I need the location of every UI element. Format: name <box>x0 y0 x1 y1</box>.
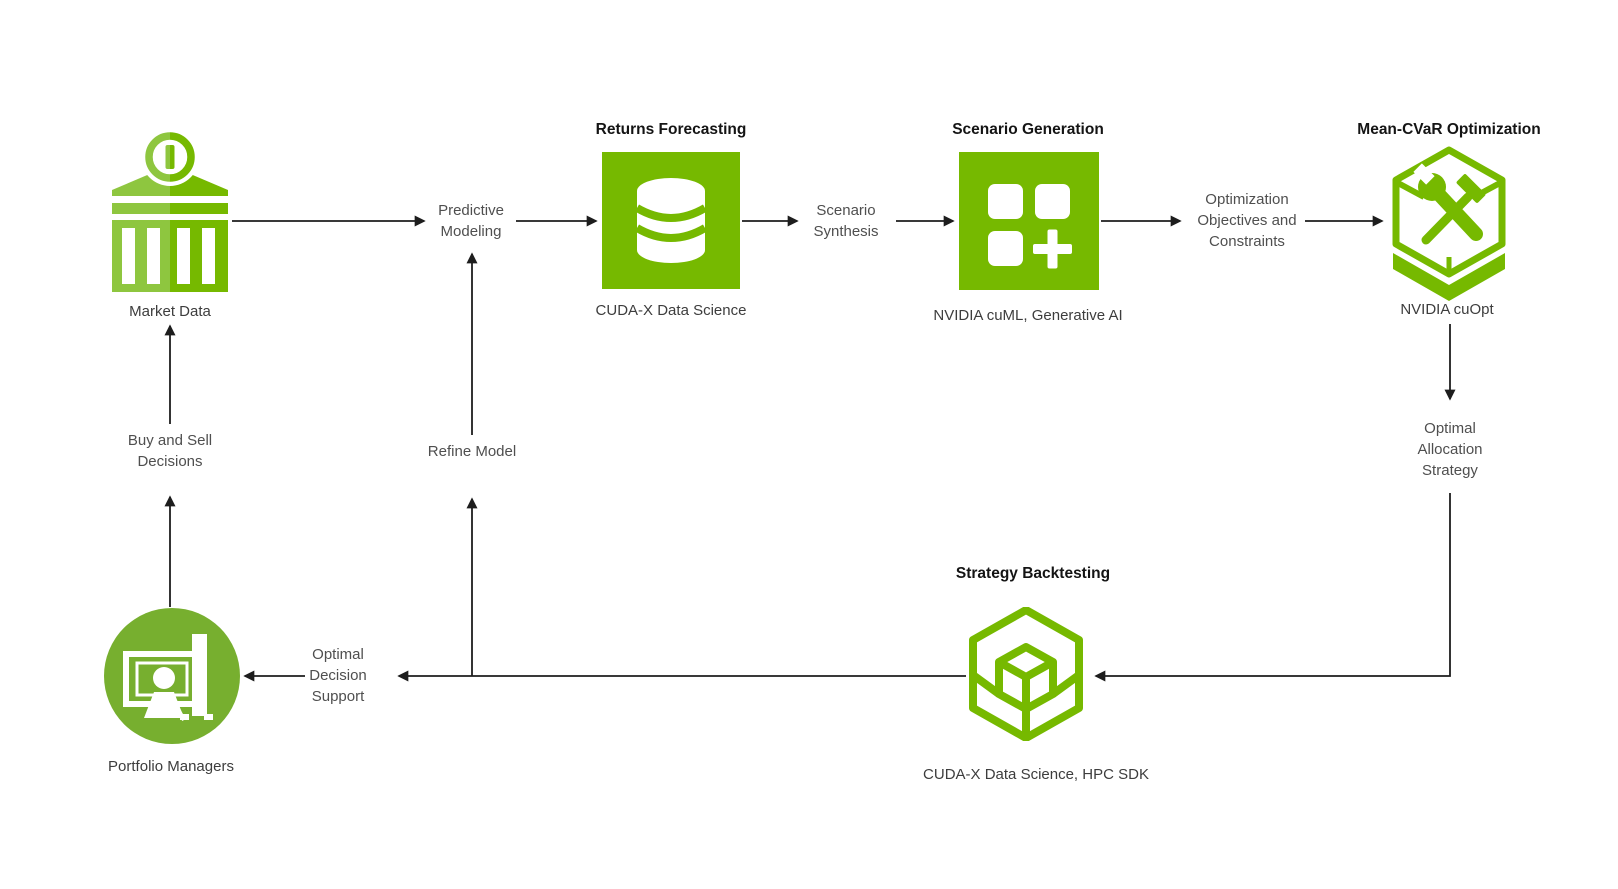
bank-icon <box>112 128 228 292</box>
flow-line: Predictive <box>438 202 504 219</box>
optimal-decision-label: Optimal Decision Support <box>305 644 371 707</box>
flow-line: Modeling <box>440 223 502 240</box>
presenter-icon <box>104 608 240 744</box>
flow-line: Support <box>311 688 365 705</box>
flow-line: Strategy <box>1422 462 1478 479</box>
flow-line: Decision <box>309 667 367 684</box>
flow-line: Buy and Sell <box>127 432 213 449</box>
strategy-backtesting-label: CUDA-X Data Science, HPC SDK <box>923 766 1149 783</box>
flow-line: Optimal <box>1424 420 1476 437</box>
cube-icon <box>969 607 1083 741</box>
flow-line: Objectives and <box>1197 212 1297 229</box>
returns-forecasting-title: Returns Forecasting <box>595 121 747 138</box>
buy-sell-decisions-label: Buy and Sell Decisions <box>123 430 217 472</box>
flow-line: Synthesis <box>813 223 879 240</box>
flow-line: Constraints <box>1209 233 1285 250</box>
scenario-synthesis-label: Scenario Synthesis <box>809 200 883 242</box>
flow-line: Optimal <box>312 646 364 663</box>
refine-model-label: Refine Model <box>423 441 521 462</box>
strategy-backtesting-title: Strategy Backtesting <box>955 565 1111 582</box>
database-icon <box>602 152 740 289</box>
mean-cvar-label: NVIDIA cuOpt <box>1400 301 1494 318</box>
optimal-allocation-label: Optimal Allocation Strategy <box>1413 418 1487 481</box>
market-data-label: Market Data <box>129 303 211 320</box>
flow-line: Optimization <box>1205 191 1289 208</box>
mean-cvar-title: Mean-CVaR Optimization <box>1357 121 1541 138</box>
flow-line: Refine Model <box>427 443 517 460</box>
flow-line: Scenario <box>816 202 876 219</box>
grid-plus-icon <box>959 152 1099 290</box>
predictive-modeling-label: Predictive Modeling <box>434 200 508 242</box>
returns-forecasting-label: CUDA-X Data Science <box>595 302 747 319</box>
edge-allocation-to-backtesting <box>1094 493 1451 682</box>
scenario-generation-label: NVIDIA cuML, Generative AI <box>933 307 1123 324</box>
toolbox-hexagon-icon <box>1392 146 1506 301</box>
portfolio-managers-label: Portfolio Managers <box>108 758 234 775</box>
optimization-objectives-label: Optimization Objectives and Constraints <box>1193 189 1301 252</box>
flow-line: Decisions <box>137 453 203 470</box>
flow-line: Allocation <box>1417 441 1483 458</box>
scenario-generation-title: Scenario Generation <box>952 121 1104 138</box>
